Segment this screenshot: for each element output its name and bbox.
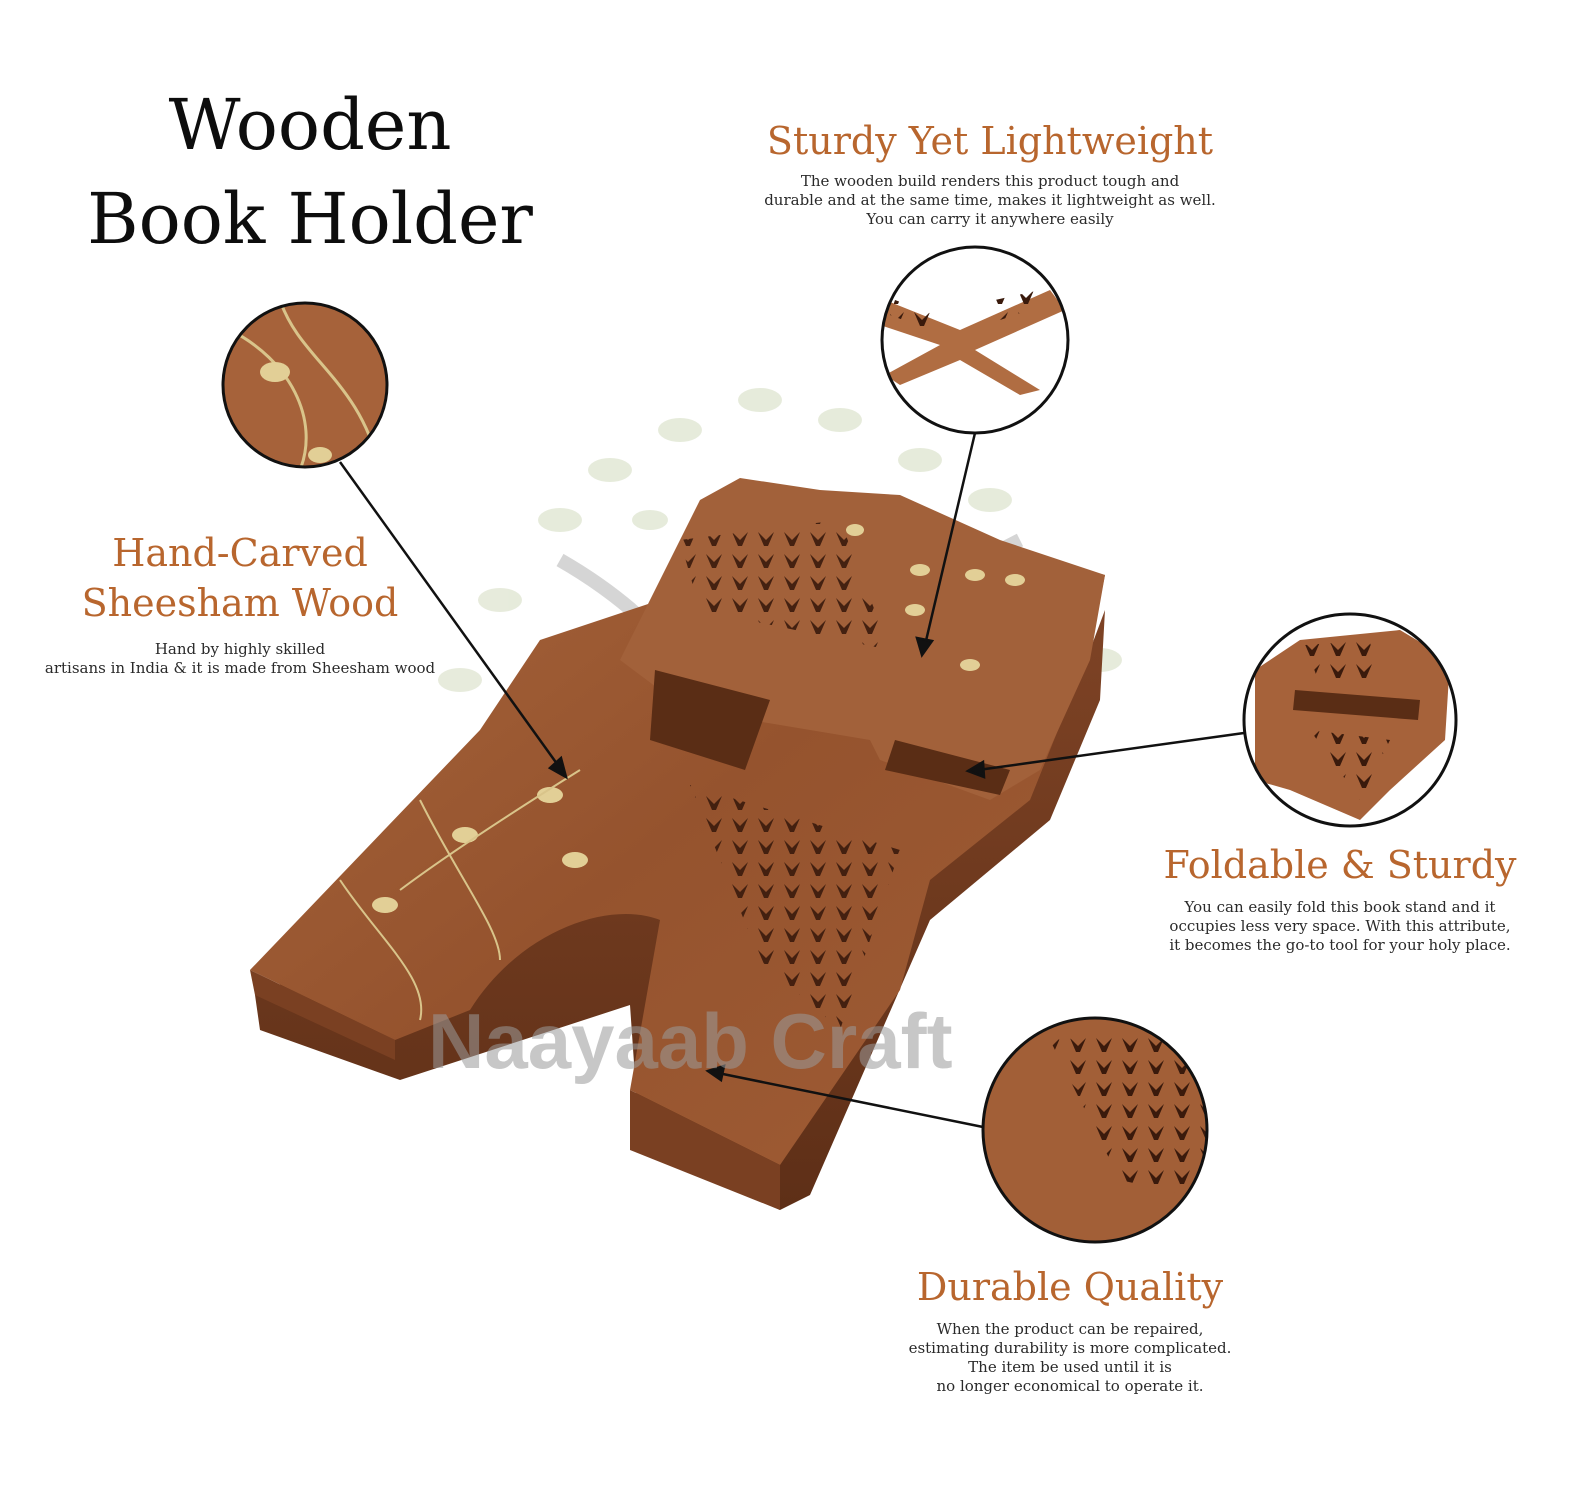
feature-carved-heading-1: Hand-Carved	[112, 531, 368, 575]
feature-sturdy-heading: Sturdy Yet Lightweight	[766, 119, 1214, 163]
pointer-arrows	[338, 432, 1245, 1129]
brand-watermark: Naayaab Craft	[428, 997, 953, 1085]
feature-foldable-heading: Foldable & Sturdy	[1163, 843, 1517, 887]
detail-circle-inlay	[221, 301, 389, 469]
feature-durable-description: When the product can be repaired, estima…	[908, 1320, 1232, 1395]
feature-foldable-description: You can easily fold this book stand and …	[1169, 898, 1511, 954]
feature-carved: Hand-Carved Sheesham Wood Hand by highly…	[20, 528, 460, 678]
page-title: Wooden Book Holder	[70, 78, 550, 266]
feature-durable-heading: Durable Quality	[916, 1265, 1224, 1309]
feature-carved-description: Hand by highly skilled artisans in India…	[44, 640, 436, 677]
title-line-1: Wooden	[168, 84, 452, 166]
feature-carved-heading-2: Sheesham Wood	[81, 581, 399, 625]
feature-foldable: Foldable & Sturdy You can easily fold th…	[1110, 840, 1570, 955]
detail-circle-carving	[981, 1016, 1209, 1244]
title-line-2: Book Holder	[87, 178, 533, 260]
book-holder-image	[250, 478, 1105, 1210]
detail-circle-stand	[880, 245, 1070, 435]
feature-durable: Durable Quality When the product can be …	[830, 1262, 1310, 1396]
detail-circle-fold	[1242, 612, 1458, 828]
feature-sturdy: Sturdy Yet Lightweight The wooden build …	[700, 116, 1280, 229]
feature-sturdy-description: The wooden build renders this product to…	[764, 172, 1216, 228]
